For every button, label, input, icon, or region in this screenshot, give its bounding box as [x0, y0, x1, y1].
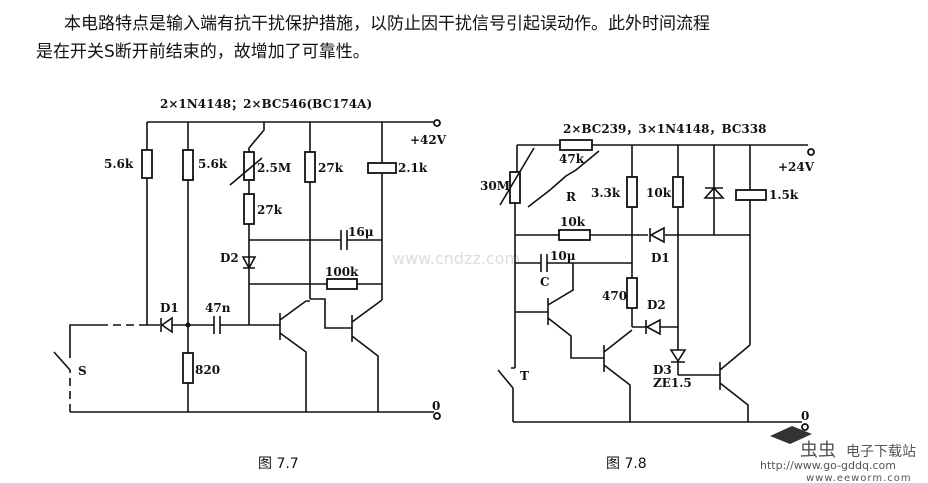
wire [514, 145, 518, 368]
wire [515, 262, 632, 283]
r4-label: 27k [318, 161, 344, 175]
diode-d3 [669, 349, 687, 363]
transistor-1 [515, 283, 604, 359]
resistor-820 [182, 352, 194, 384]
graduation-cap-icon [770, 426, 812, 444]
c1-label: 16μ [348, 225, 374, 239]
r5-label: 470 [602, 289, 627, 303]
resistor-27k-1 [243, 193, 255, 225]
logo-title: 电子下载站 [846, 444, 916, 460]
d1-label: D1 [160, 301, 179, 315]
supply-terminal [433, 119, 441, 127]
r-label: R [566, 190, 577, 204]
figure-caption: 图 7.7 [258, 456, 299, 472]
logo-url-2: www.eeworm.com [806, 473, 912, 483]
c1-label: 10μ [550, 249, 576, 263]
d1-label: D1 [651, 251, 670, 265]
ground-terminal [801, 423, 809, 431]
r2-label: 3.3k [591, 186, 621, 200]
pot-label: 2.5M [257, 161, 291, 175]
r2-label: 5.6k [198, 157, 228, 171]
resistor-5-6k-1 [141, 149, 153, 179]
flyback-diode [703, 145, 725, 235]
capacitor-c [540, 254, 548, 272]
logo-mark: 虫虫 [800, 440, 836, 461]
diode-d2 [645, 318, 661, 336]
parts-list: 2×1N4148；2×BC546(BC174A) [160, 97, 372, 111]
transistor-2 [603, 329, 633, 422]
zener-label: ZE1.5 [653, 376, 692, 390]
ground-terminal [433, 412, 441, 420]
potentiometer-30m [509, 171, 521, 204]
pot-wiper [499, 147, 600, 208]
r4-label: 10k [560, 215, 586, 229]
watermark: www.cndzz.com [392, 249, 520, 268]
wire [69, 324, 100, 358]
d3-label: D3 [653, 363, 672, 377]
figure-7-8: 2×BC239，3×1N4148，BC338 +24V 0 47k 30M R … [480, 122, 815, 472]
transistor-1 [279, 300, 310, 412]
d2-label: D2 [647, 298, 666, 312]
description-line-1: 本电路特点是输入端有抗干扰保护措施，以防止因干扰信号引起误动作。此外时间流程 [64, 14, 710, 34]
description-line-2: 是在开关S断开前结束的，故增加了可靠性。 [36, 42, 370, 62]
resistor-27k-2 [304, 151, 316, 183]
supply-terminal [807, 148, 815, 156]
diode-d1 [649, 226, 665, 244]
transistor-2 [310, 298, 383, 412]
r1-label: 47k [559, 152, 585, 166]
r3-label: 27k [257, 203, 283, 217]
capacitor-47n [213, 316, 221, 334]
resistor-100k [326, 278, 358, 290]
resistor-470 [626, 277, 638, 309]
r3-label: 10k [646, 186, 672, 200]
resistor-3-3k [626, 176, 638, 208]
site-logo: 虫虫 电子下载站 http://www.go-gddq.com www.eewo… [760, 426, 916, 483]
diode-d2 [241, 256, 257, 270]
r1-label: 5.6k [104, 157, 134, 171]
pot-label: 30M [480, 179, 510, 193]
diode-d1 [160, 316, 173, 334]
relay-coil [367, 162, 397, 174]
description-paragraph: 本电路特点是输入端有抗干扰保护措施，以防止因干扰信号引起误动作。此外时间流程 是… [36, 10, 904, 66]
resistor-10k-horizontal [558, 229, 591, 241]
figure-7-7: 2×1N4148；2×BC546(BC174A) +42V 0 5.6k 5.6… [53, 97, 447, 472]
c2-label: 47n [205, 301, 231, 315]
relay-label: 2.1k [398, 161, 428, 175]
d2-label: D2 [220, 251, 239, 265]
relay-coil [735, 189, 767, 201]
resistor-47k [559, 139, 593, 151]
pot-arrow [229, 157, 263, 186]
supply-label: +42V [410, 133, 447, 147]
resistor-5-6k-2 [182, 149, 194, 181]
capacitor-16u [340, 230, 348, 250]
r5-label: 100k [325, 265, 359, 279]
parts-list: 2×BC239，3×1N4148，BC338 [563, 122, 766, 136]
c-label: C [540, 275, 550, 289]
supply-label: +24V [778, 160, 815, 174]
ground-label: 0 [432, 399, 440, 413]
ground-label: 0 [801, 409, 809, 423]
switch-label: S [78, 364, 87, 378]
switch-t[interactable] [497, 367, 515, 422]
switch-s[interactable] [53, 351, 71, 371]
figure-caption: 图 7.8 [606, 456, 647, 472]
resistor-10k-vertical [672, 176, 684, 208]
potentiometer-2-5m [243, 151, 255, 181]
switch-label: T [520, 369, 529, 383]
r6-label: 820 [195, 363, 220, 377]
transistor-3 [678, 344, 751, 422]
wire [248, 122, 265, 325]
relay-label: 1.5k [769, 188, 799, 202]
logo-url-1: http://www.go-gddq.com [760, 459, 896, 472]
